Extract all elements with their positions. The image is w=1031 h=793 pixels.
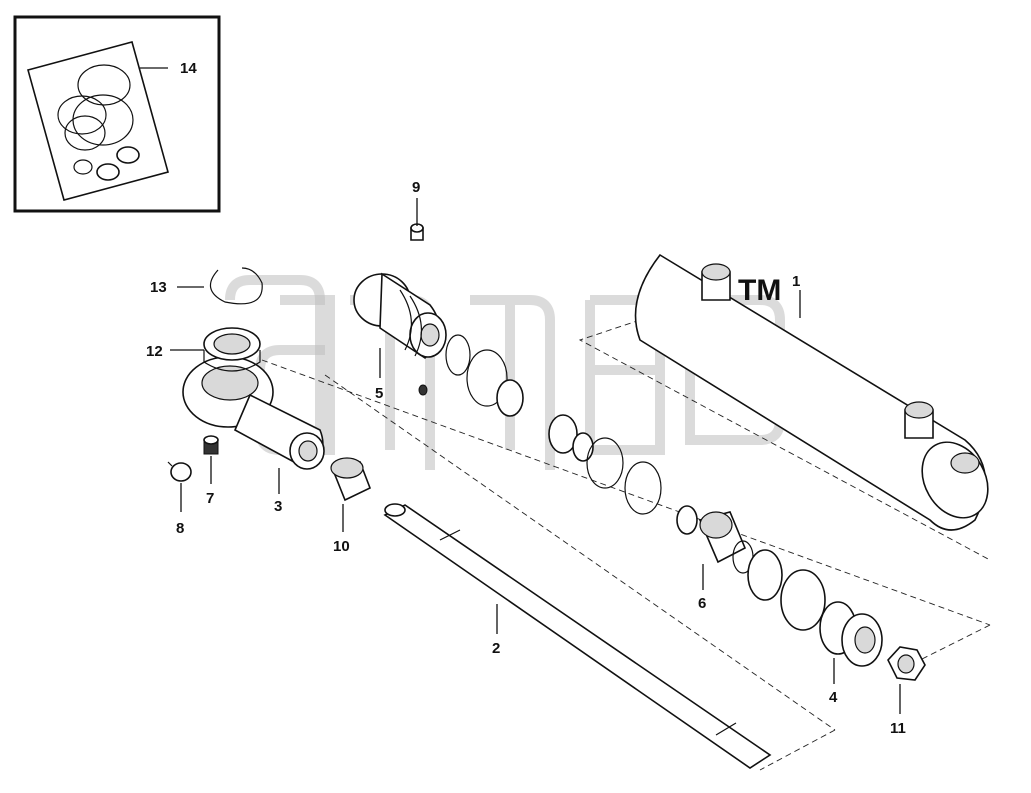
set-screw xyxy=(410,223,424,241)
callout-10: 10 xyxy=(333,538,350,555)
callout-3: 3 xyxy=(274,498,282,515)
trademark-label: TM xyxy=(738,274,781,307)
callout-8: 8 xyxy=(176,520,184,537)
callout-11: 11 xyxy=(890,720,906,737)
callout-7: 7 xyxy=(206,490,214,507)
callout-1: 1 xyxy=(792,273,800,290)
screw-hole xyxy=(418,384,428,396)
cylinder-barrel xyxy=(634,253,989,531)
callouts: 14 13 12 9 5 1 7 8 3 10 2 6 4 11 xyxy=(146,60,906,737)
eye-bushing xyxy=(203,327,261,372)
callout-14: 14 xyxy=(180,60,197,77)
piston-head xyxy=(819,601,883,667)
callout-5: 5 xyxy=(375,385,383,402)
callout-13: 13 xyxy=(150,279,167,296)
grease-fitting xyxy=(203,435,219,455)
piston xyxy=(676,505,826,631)
assembly-axes xyxy=(261,319,991,771)
grease-cap xyxy=(167,461,192,482)
gland-seals xyxy=(445,334,662,515)
snap-ring xyxy=(209,267,263,305)
gland-head xyxy=(353,272,447,360)
callout-2: 2 xyxy=(492,640,500,657)
lock-nut xyxy=(887,646,926,681)
callout-12: 12 xyxy=(146,343,163,360)
leader-lines xyxy=(140,67,901,714)
callout-9: 9 xyxy=(412,179,420,196)
seal-kit-inset xyxy=(13,15,221,213)
piston-rod xyxy=(383,503,772,769)
callout-4: 4 xyxy=(829,689,838,706)
rod-bushing xyxy=(330,457,372,502)
rod-eye xyxy=(182,356,325,470)
callout-6: 6 xyxy=(698,595,706,612)
